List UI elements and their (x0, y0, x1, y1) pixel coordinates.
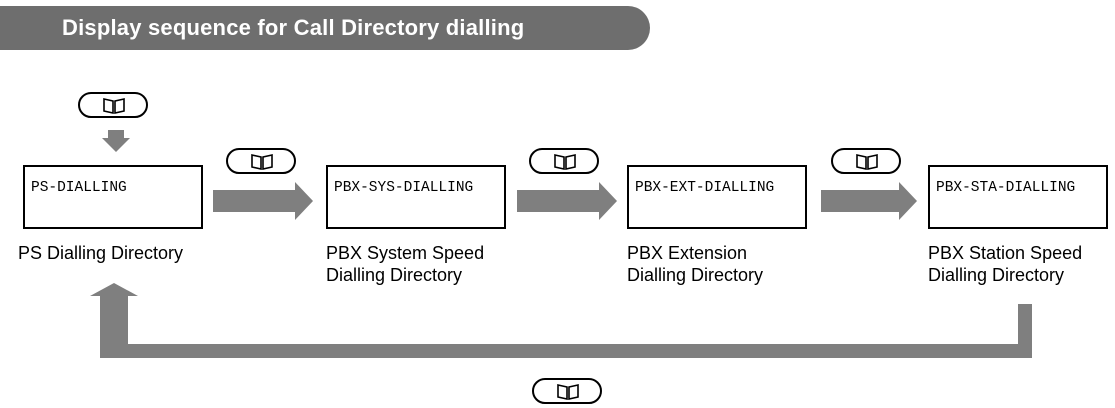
label-line-1: PS Dialling Directory (18, 243, 184, 263)
right-arrow-3 (821, 182, 917, 220)
down-arrow (102, 130, 130, 152)
display-pbx-ext: PBX-EXT-DIALLING (627, 165, 807, 229)
display-text: PBX-SYS-DIALLING (334, 180, 474, 196)
right-arrow-1 (213, 182, 313, 220)
phonebook-icon (251, 154, 273, 170)
directory-key-top[interactable] (78, 92, 148, 118)
directory-key-3[interactable] (831, 148, 901, 174)
label-line-1: PBX Extension (627, 243, 748, 263)
directory-key-bottom[interactable] (532, 378, 602, 404)
display-pbx-sys: PBX-SYS-DIALLING (326, 165, 506, 229)
phonebook-icon (554, 154, 576, 170)
phonebook-icon (856, 154, 878, 170)
label-line-1: PBX Station Speed (928, 243, 1083, 263)
display-text: PBX-STA-DIALLING (936, 180, 1076, 196)
return-arrow (90, 283, 1032, 358)
directory-key-2[interactable] (529, 148, 599, 174)
directory-key-1[interactable] (226, 148, 296, 174)
label-ps: PS Dialling Directory (18, 242, 183, 264)
display-pbx-sta: PBX-STA-DIALLING (928, 165, 1108, 229)
display-text: PS-DIALLING (31, 180, 127, 196)
label-line-1: PBX System Speed (326, 243, 485, 263)
phonebook-icon (103, 98, 125, 114)
label-pbx-ext: PBX Extension Dialling Directory (627, 242, 763, 286)
label-line-2: Dialling Directory (928, 265, 1065, 285)
display-text: PBX-EXT-DIALLING (635, 180, 775, 196)
title-banner: Display sequence for Call Directory dial… (0, 6, 650, 50)
title-text: Display sequence for Call Directory dial… (62, 15, 525, 40)
label-pbx-sta: PBX Station Speed Dialling Directory (928, 242, 1082, 286)
label-line-2: Dialling Directory (627, 265, 764, 285)
label-pbx-sys: PBX System Speed Dialling Directory (326, 242, 484, 286)
display-ps: PS-DIALLING (23, 165, 203, 229)
label-line-2: Dialling Directory (326, 265, 463, 285)
right-arrow-2 (517, 182, 617, 220)
phonebook-icon (557, 384, 579, 400)
